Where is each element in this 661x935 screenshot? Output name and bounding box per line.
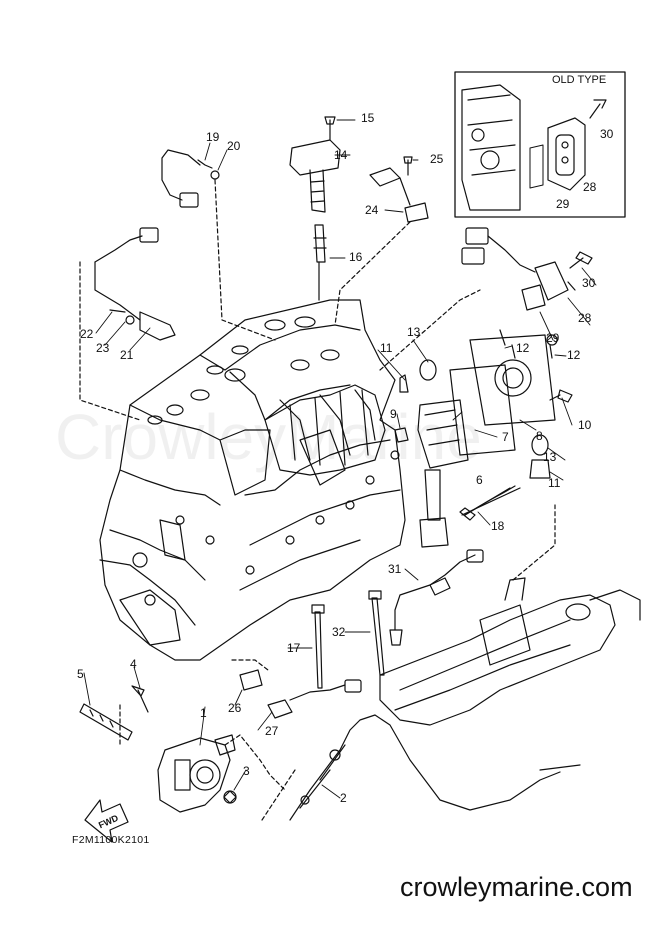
sensor-26-27-group <box>231 659 362 719</box>
callout-8: 8 <box>536 429 543 443</box>
callout-2: 2 <box>340 791 347 805</box>
ignition-coil-group <box>289 116 341 301</box>
throttle-body-1-group <box>79 685 296 821</box>
callout-9: 9 <box>390 407 397 421</box>
sensor-28-group <box>379 227 593 371</box>
callout-16: 16 <box>349 250 363 264</box>
callout-10: 10 <box>578 418 592 432</box>
callout-14: 14 <box>334 148 348 162</box>
callout-23: 23 <box>96 341 110 355</box>
fwd-arrow-icon <box>84 799 129 843</box>
inset-title: OLD TYPE <box>552 74 606 86</box>
callout-30: 30 <box>582 276 596 290</box>
intake-manifold <box>264 384 386 476</box>
callout-6: 6 <box>476 473 483 487</box>
throttle-cable <box>289 714 581 821</box>
callout-7: 7 <box>502 430 509 444</box>
callout-29: 29 <box>546 331 560 345</box>
part-code: F2M1100K2101 <box>72 834 150 846</box>
callout-29: 29 <box>556 197 570 211</box>
sensor-31-group <box>389 549 484 646</box>
callout-22: 22 <box>80 327 94 341</box>
callout-19: 19 <box>206 130 220 144</box>
callout-15: 15 <box>361 111 375 125</box>
callout-12: 12 <box>516 341 530 355</box>
callout-1: 1 <box>200 706 207 720</box>
callout-13: 13 <box>543 450 557 464</box>
cable-ties <box>311 590 385 689</box>
callout-28: 28 <box>578 311 592 325</box>
callout-31: 31 <box>388 562 402 576</box>
callout-24: 24 <box>365 203 379 217</box>
callout-26: 26 <box>228 701 242 715</box>
callout-17: 17 <box>287 641 301 655</box>
callout-27: 27 <box>265 724 279 738</box>
callout-4: 4 <box>130 657 137 671</box>
callout-20: 20 <box>227 139 241 153</box>
callout-11: 11 <box>380 341 393 355</box>
watermark: CrowleyMarine <box>55 401 482 473</box>
callout-18: 18 <box>491 519 505 533</box>
callout-3: 3 <box>243 764 250 778</box>
old-type-inset <box>454 71 626 218</box>
leader-lines <box>83 119 597 799</box>
callout-30: 30 <box>600 127 614 141</box>
sensor-harness-19 <box>161 149 276 341</box>
sensor-24-group <box>334 156 429 326</box>
callout-13: 13 <box>407 325 421 339</box>
callout-12: 12 <box>567 348 581 362</box>
callout-28: 28 <box>583 180 597 194</box>
callout-32: 32 <box>332 625 346 639</box>
sensor-21-group <box>79 227 176 421</box>
callout-25: 25 <box>430 152 444 166</box>
website-label: crowleymarine.com <box>400 872 633 902</box>
fwd-label: FWD <box>97 813 120 831</box>
callout-11: 11 <box>548 476 561 490</box>
fitting-18 <box>461 487 521 516</box>
callout-5: 5 <box>77 667 84 681</box>
callout-21: 21 <box>120 348 134 362</box>
exhaust-assembly <box>379 504 641 726</box>
engine-block <box>99 299 406 661</box>
